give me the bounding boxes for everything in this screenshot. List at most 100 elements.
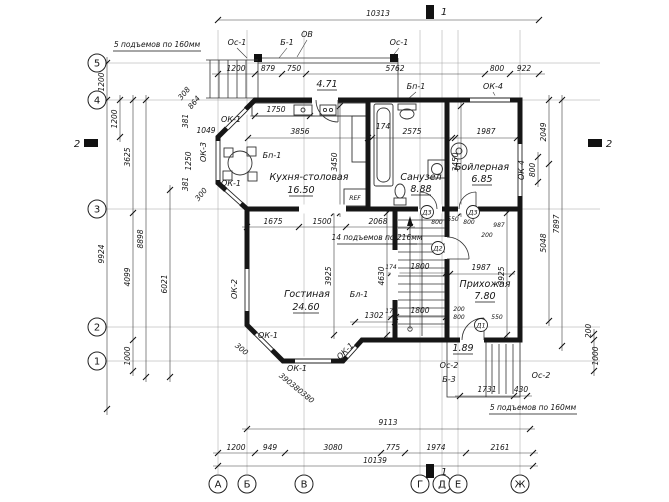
dim-label: 1731 bbox=[477, 385, 496, 394]
room-area: 6.85 bbox=[471, 174, 492, 185]
dim-label: 1200 bbox=[110, 109, 119, 128]
dim-label: 1675 bbox=[263, 217, 282, 226]
dim-label: 1800 bbox=[410, 262, 429, 271]
dim-label: 7897 bbox=[552, 214, 561, 233]
dim-label: 9924 bbox=[97, 244, 106, 263]
window-mark: ОК-1 bbox=[221, 179, 241, 188]
dim-label: 4099 bbox=[123, 267, 132, 286]
room-name: Бойлерная bbox=[455, 162, 509, 173]
dim-label: 5048 bbox=[539, 233, 548, 252]
dim-label: 879 bbox=[261, 64, 276, 73]
axis-label: Б bbox=[244, 480, 251, 491]
door-mark: Д2 bbox=[432, 245, 442, 253]
vent-mark: ОВ bbox=[301, 30, 313, 39]
dim-label: 3925 bbox=[497, 266, 506, 285]
windows bbox=[215, 97, 523, 364]
window-ok1 bbox=[224, 190, 241, 206]
door-d3-leaf bbox=[419, 191, 438, 210]
kitchen-fixtures bbox=[222, 102, 369, 207]
bathroom-fixtures bbox=[373, 103, 447, 206]
support-mark: Ос-2 bbox=[532, 371, 551, 380]
stairs bbox=[398, 213, 445, 336]
door-mark: Д1 bbox=[475, 322, 485, 330]
dim-label: 6021 bbox=[160, 274, 169, 293]
window-mark: ОК-1 bbox=[287, 364, 307, 373]
room-name: Санузел bbox=[400, 172, 441, 183]
lintel-mark: Бп-1 bbox=[407, 82, 426, 91]
entrance-door-leaf bbox=[315, 99, 339, 123]
dim-label: 1200 bbox=[97, 72, 106, 91]
support-mark: Ос-1 bbox=[390, 38, 409, 47]
dim-label: 3625 bbox=[123, 147, 132, 166]
door-d2-leaf bbox=[446, 236, 470, 260]
top-porch bbox=[206, 54, 399, 100]
dim-label: 9113 bbox=[378, 418, 397, 427]
door-marks: Д3 Д3 Д2 Д1 bbox=[420, 205, 488, 332]
dim-label: 3925 bbox=[324, 266, 333, 285]
section-marks: 1 1 2 2 bbox=[74, 5, 612, 478]
window-mark: ОК-4 bbox=[517, 160, 526, 180]
section-mark: 1 bbox=[441, 7, 447, 18]
dim-label: 1049 bbox=[196, 126, 215, 135]
dim-label: 3856 bbox=[290, 127, 309, 136]
stair-note: 5 подъемов по 160мм bbox=[490, 403, 577, 412]
dim-label: 300 bbox=[193, 186, 209, 203]
dim-label: 10313 bbox=[366, 9, 390, 18]
dim-label: 800 bbox=[431, 219, 443, 226]
lintel-mark: Бп-1 bbox=[263, 151, 282, 160]
axis-label: Е bbox=[455, 480, 461, 491]
dim-label: 8898 bbox=[136, 229, 145, 248]
section-mark: 2 bbox=[606, 139, 612, 150]
dim-label: 2068 bbox=[368, 217, 387, 226]
beam-mark: Б-3 bbox=[442, 375, 455, 384]
stove bbox=[319, 104, 337, 116]
dimension-lines bbox=[106, 19, 595, 467]
bottom-dimensions: 9113 1200 949 3080 775 1974 2161 10139 1… bbox=[226, 385, 528, 465]
dim-label: 550 bbox=[447, 216, 459, 223]
dim-label: 430 bbox=[514, 385, 529, 394]
toilet bbox=[394, 183, 406, 199]
porch-column bbox=[254, 54, 262, 62]
dim-label: 1974 bbox=[426, 443, 445, 452]
dim-label: 3080 bbox=[323, 443, 342, 452]
dim-label: 922 bbox=[517, 64, 532, 73]
fridge-label: REF bbox=[349, 195, 361, 202]
top-dimensions: 10313 1200 879 750 5762 800 922 bbox=[226, 9, 531, 73]
dim-label: 1987 bbox=[476, 127, 495, 136]
dim-label: 1800 bbox=[410, 306, 429, 315]
window-mark: ОК-3 bbox=[199, 142, 208, 162]
section-mark: 2 bbox=[74, 139, 80, 150]
room-area: 7.80 bbox=[474, 291, 495, 302]
dim-label: 1500 bbox=[312, 217, 331, 226]
dim-label: 864 bbox=[186, 94, 202, 111]
axis-label: Г bbox=[417, 480, 423, 491]
beam-mark: Б-1 bbox=[280, 38, 293, 47]
dim-label: 2575 bbox=[402, 127, 421, 136]
window-mark: ОК-4 bbox=[483, 82, 503, 91]
dim-label: 200 bbox=[453, 306, 465, 313]
door-d3-leaf bbox=[458, 191, 477, 210]
window-ok1 bbox=[347, 347, 358, 359]
dim-label: 800 bbox=[453, 314, 465, 321]
axis-label: 1 bbox=[94, 357, 100, 368]
bottom-porch bbox=[446, 340, 521, 398]
stair-note: 5 подъемов по 160мм bbox=[114, 40, 201, 49]
right-dimensions: 2049 5048 7897 800 200 1000 bbox=[528, 122, 600, 365]
dim-label: 949 bbox=[263, 443, 278, 452]
boiler-unit bbox=[450, 142, 468, 160]
section-mark: 1 bbox=[441, 467, 447, 478]
dim-label: 800 bbox=[490, 64, 505, 73]
axis-label: Д bbox=[438, 480, 446, 491]
dim-label: 800 bbox=[528, 163, 537, 178]
dim-label: 1302 bbox=[364, 311, 383, 320]
dimension-ticks bbox=[103, 16, 598, 470]
window-mark: ОК-1 bbox=[221, 115, 241, 124]
axis-label: 3 bbox=[94, 205, 100, 216]
axis-label: 5 bbox=[94, 59, 100, 70]
dim-label: 1987 bbox=[471, 263, 490, 272]
wash-basin bbox=[399, 108, 415, 120]
axis-labels: 5 4 3 2 1 А Б В Г Д Е Ж bbox=[87, 53, 530, 494]
dim-label: 550 bbox=[491, 314, 503, 321]
dim-label: 3450 bbox=[451, 152, 460, 171]
